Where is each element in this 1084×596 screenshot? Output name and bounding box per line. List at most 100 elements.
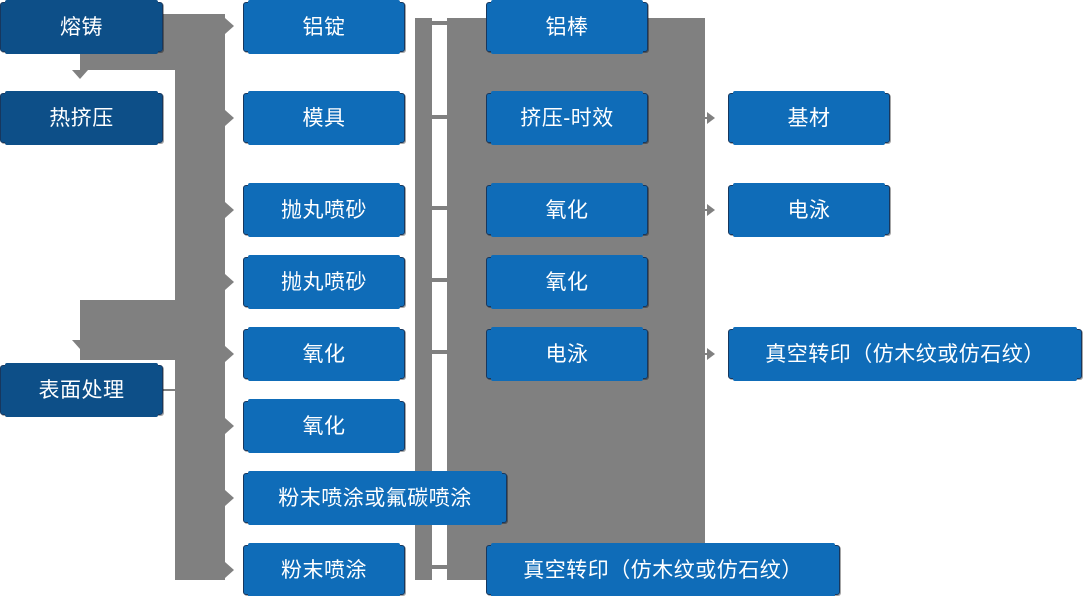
node-label: 表面处理: [38, 378, 125, 402]
box-foot: [248, 521, 502, 525]
box-foot: [248, 593, 400, 596]
node-label: 氧化: [302, 414, 346, 438]
box-foot: [733, 233, 885, 237]
box-cap: [733, 327, 1077, 331]
node-label: 铝棒: [545, 15, 589, 39]
center-band-arrow-3: [707, 348, 715, 360]
node-label: 挤压-时效: [520, 106, 614, 130]
node-rejiya[interactable]: 热挤压: [0, 91, 163, 145]
box-foot: [491, 593, 835, 596]
center-band-stub-3: [697, 353, 709, 355]
node-jiya-shixiao[interactable]: 挤压-时效: [486, 91, 648, 145]
box-foot: [248, 233, 400, 237]
box-cap: [491, 183, 643, 187]
node-label: 抛丸喷砂: [281, 198, 367, 222]
node-label: 粉末喷涂: [281, 558, 367, 582]
box-cap: [491, 543, 835, 547]
box-foot: [5, 413, 158, 417]
node-yanghua-1[interactable]: 氧化: [243, 327, 405, 381]
box-foot: [733, 141, 885, 145]
middle-tick-5: [432, 350, 454, 354]
box-cap: [733, 91, 885, 95]
node-label: 电泳: [545, 342, 589, 366]
node-fenmopentu-huo-futan[interactable]: 粉末喷涂或氟碳喷涂: [243, 471, 507, 525]
left-connector-mid-extension: [80, 300, 180, 360]
center-band-stub-1: [697, 117, 709, 119]
box-cap: [248, 183, 400, 187]
node-fenmopentu[interactable]: 粉末喷涂: [243, 543, 405, 596]
box-foot: [248, 141, 400, 145]
node-paowanpensha-1[interactable]: 抛丸喷砂: [243, 183, 405, 237]
node-muju[interactable]: 模具: [243, 91, 405, 145]
box-foot: [491, 141, 643, 145]
middle-tick-4: [432, 278, 454, 282]
box-cap: [491, 91, 643, 95]
node-dianyong-1[interactable]: 电泳: [486, 327, 648, 381]
box-foot: [248, 449, 400, 453]
node-label: 热挤压: [49, 106, 114, 130]
middle-narrow-bar: [415, 18, 432, 580]
box-cap: [733, 183, 885, 187]
box-cap: [5, 91, 158, 95]
node-yanghua-4[interactable]: 氧化: [486, 255, 648, 309]
node-label: 真空转印（仿木纹或仿石纹）: [523, 558, 803, 582]
box-foot: [248, 377, 400, 381]
left-connector-down-arrow-1: [72, 70, 88, 79]
box-foot: [248, 305, 400, 309]
box-cap: [5, 0, 158, 4]
box-cap: [248, 255, 400, 259]
left-band-arrow-5: [225, 346, 234, 362]
center-band-arrow-1: [707, 112, 715, 124]
node-label: 氧化: [545, 198, 589, 222]
middle-tick-6: [432, 565, 454, 569]
middle-tick-1: [432, 21, 454, 25]
box-foot: [733, 377, 1077, 381]
node-paowanpensha-2[interactable]: 抛丸喷砂: [243, 255, 405, 309]
node-label: 熔铸: [60, 15, 103, 39]
box-cap: [248, 91, 400, 95]
node-label: 基材: [787, 106, 831, 130]
node-lubang[interactable]: 铝棒: [486, 0, 648, 54]
box-cap: [248, 327, 400, 331]
node-dianyong-2[interactable]: 电泳: [728, 183, 890, 237]
box-cap: [248, 471, 502, 475]
left-band-arrow-8: [225, 562, 234, 578]
box-cap: [248, 399, 400, 403]
center-band-stub-2: [697, 209, 709, 211]
node-label: 电泳: [787, 198, 831, 222]
box-cap: [5, 363, 158, 367]
box-foot: [491, 305, 643, 309]
node-zhenkongzhuanyin-1[interactable]: 真空转印（仿木纹或仿石纹）: [486, 543, 840, 596]
node-label: 铝锭: [302, 15, 346, 39]
node-zhenkongzhuanyin-2[interactable]: 真空转印（仿木纹或仿石纹）: [728, 327, 1082, 381]
node-label: 氧化: [302, 342, 346, 366]
center-band-arrow-2: [707, 204, 715, 216]
left-band-arrow-6: [225, 418, 234, 434]
box-foot: [491, 233, 643, 237]
node-ludingg[interactable]: 铝锭: [243, 0, 405, 54]
left-band-arrow-3: [225, 202, 234, 218]
node-label: 抛丸喷砂: [281, 270, 367, 294]
box-cap: [491, 327, 643, 331]
box-foot: [491, 377, 643, 381]
box-cap: [491, 0, 643, 4]
node-yanghua-3[interactable]: 氧化: [486, 183, 648, 237]
left-connector-down-arrow-2: [72, 340, 88, 349]
left-band-arrow-1: [225, 18, 234, 34]
box-cap: [491, 255, 643, 259]
middle-tick-2: [432, 115, 454, 119]
box-cap: [248, 543, 400, 547]
left-connector-band: [175, 14, 225, 580]
node-label: 模具: [302, 106, 346, 130]
node-rongzhu[interactable]: 熔铸: [0, 0, 163, 54]
box-cap: [248, 0, 400, 4]
box-foot: [5, 141, 158, 145]
node-biaomianchuli[interactable]: 表面处理: [0, 363, 163, 417]
box-foot: [248, 50, 400, 54]
node-jicai[interactable]: 基材: [728, 91, 890, 145]
node-yanghua-2[interactable]: 氧化: [243, 399, 405, 453]
left-band-arrow-4: [225, 274, 234, 290]
box-foot: [491, 50, 643, 54]
node-label: 氧化: [545, 270, 589, 294]
